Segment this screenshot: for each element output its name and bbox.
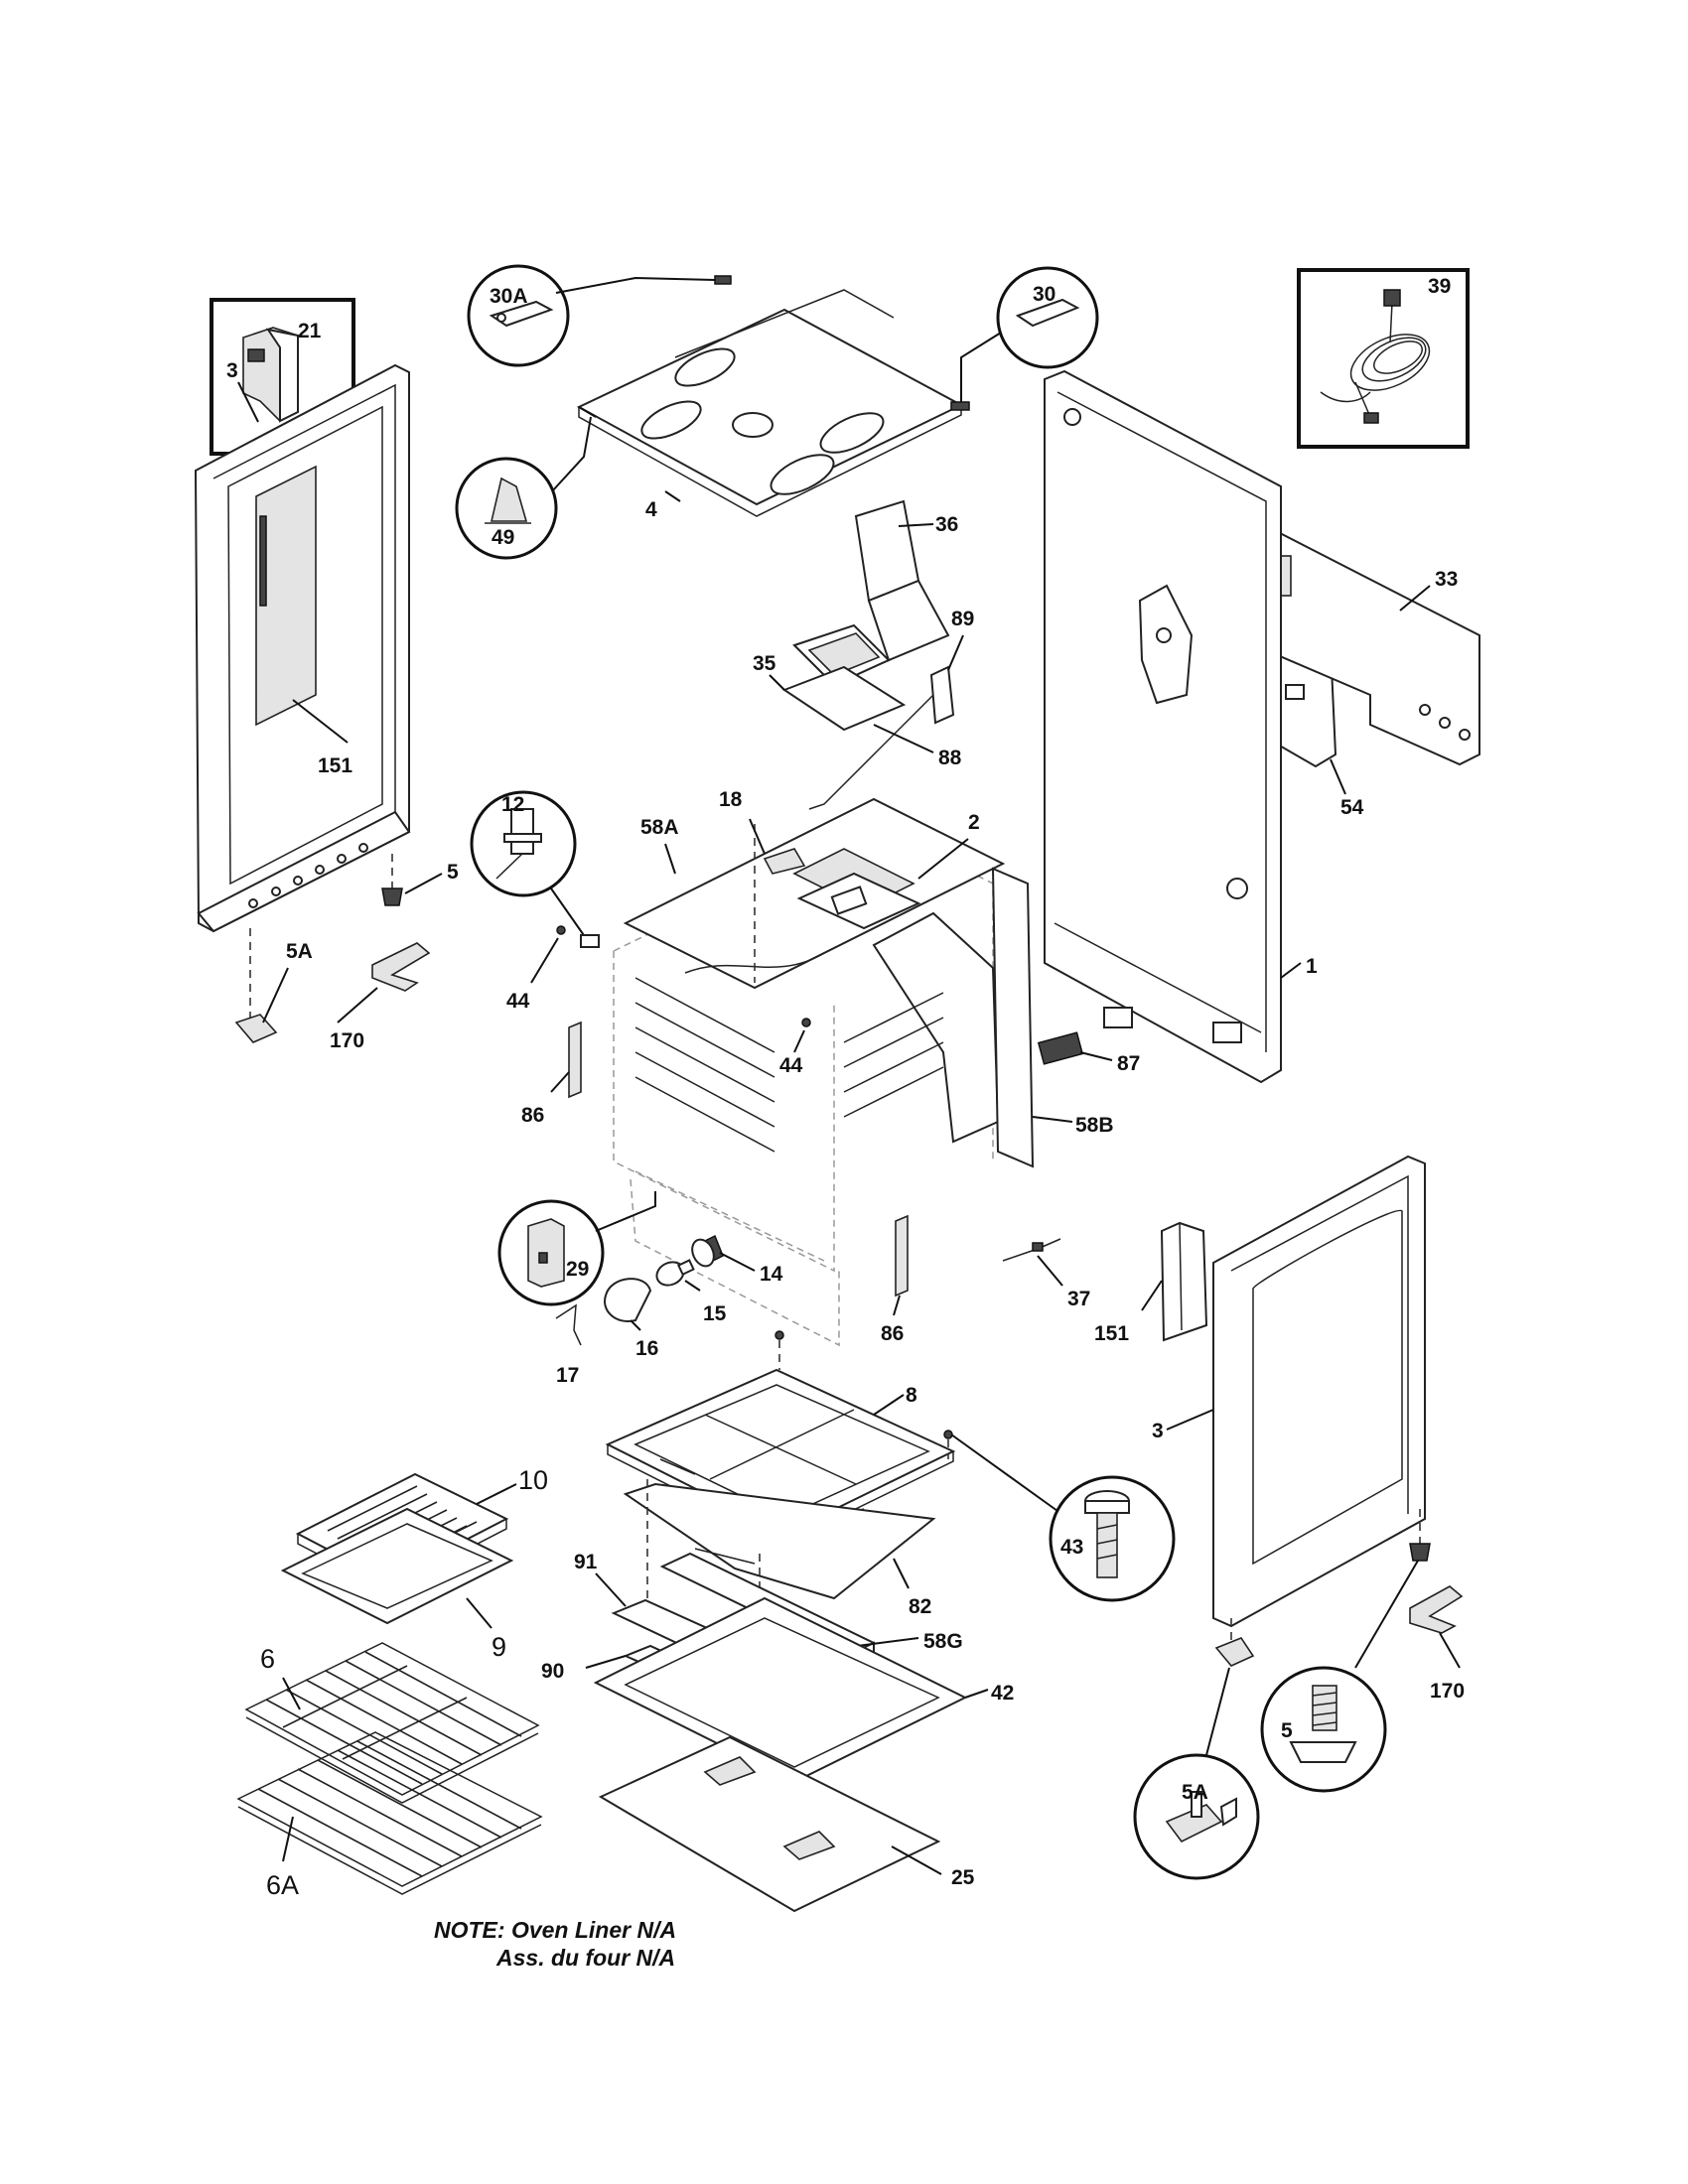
label-54: 54 bbox=[1340, 796, 1364, 819]
label-89: 89 bbox=[951, 608, 974, 630]
rack-6-wires bbox=[265, 1651, 522, 1785]
light-assembly: 14 15 16 17 bbox=[555, 1234, 783, 1387]
inset-part-21: 21 bbox=[210, 298, 355, 456]
cooktop-support-panel-4: 4 bbox=[576, 289, 964, 521]
rack-6a-wires bbox=[257, 1740, 522, 1877]
rack-support-86-left: 86 bbox=[521, 1021, 582, 1127]
label-58b: 58B bbox=[1075, 1114, 1114, 1137]
label-15: 15 bbox=[703, 1302, 727, 1325]
label-8: 8 bbox=[906, 1384, 917, 1407]
label-36: 36 bbox=[935, 513, 958, 536]
label-6: 6 bbox=[260, 1644, 275, 1674]
callout-5: 5 bbox=[1260, 1560, 1419, 1793]
label-30: 30 bbox=[1033, 283, 1055, 306]
right-leg-assembly: 170 bbox=[1214, 1509, 1465, 1703]
wire-harness-37: 37 bbox=[1002, 1238, 1090, 1310]
callout-30a: 30A bbox=[467, 264, 732, 367]
oven-rack-6a: 6A bbox=[236, 1731, 543, 1900]
label-91: 91 bbox=[574, 1551, 598, 1573]
left-side-panel-3: 3 151 bbox=[194, 359, 411, 933]
label-10: 10 bbox=[518, 1465, 548, 1495]
note-line-2: Ass. du four N/A bbox=[495, 1945, 675, 1971]
right-side-panel-3: 151 3 bbox=[1094, 1155, 1426, 1628]
label-88: 88 bbox=[938, 747, 962, 769]
bracket-2: 2 bbox=[796, 811, 980, 930]
label-21: 21 bbox=[298, 320, 322, 342]
back-panel-1: 1 bbox=[1044, 369, 1318, 1084]
label-18: 18 bbox=[719, 788, 743, 811]
cavity-rack-guides-left bbox=[634, 977, 775, 1153]
label-17: 17 bbox=[556, 1364, 579, 1387]
label-35: 35 bbox=[753, 652, 776, 675]
label-6a: 6A bbox=[266, 1870, 299, 1900]
label-5a-left: 5A bbox=[286, 940, 313, 963]
callout-12: 12 44 bbox=[470, 790, 600, 1013]
label-86-left: 86 bbox=[521, 1104, 544, 1127]
label-151-right: 151 bbox=[1094, 1322, 1129, 1345]
label-42: 42 bbox=[991, 1682, 1014, 1705]
label-3-right: 3 bbox=[1152, 1420, 1164, 1442]
callout-29: 29 bbox=[497, 1191, 656, 1306]
label-1: 1 bbox=[1306, 955, 1318, 978]
inset-part-39: 39 bbox=[1297, 268, 1470, 449]
label-12: 12 bbox=[501, 793, 524, 816]
label-43: 43 bbox=[1060, 1536, 1083, 1559]
label-2: 2 bbox=[968, 811, 980, 834]
label-82: 82 bbox=[909, 1595, 931, 1618]
callout-43: 43 bbox=[950, 1433, 1176, 1602]
note-line-1: NOTE: Oven Liner N/A bbox=[434, 1917, 676, 1943]
label-14: 14 bbox=[760, 1263, 783, 1286]
label-90: 90 bbox=[541, 1660, 564, 1683]
callout-49: 49 bbox=[455, 416, 592, 560]
bottom-panel-25: 25 bbox=[598, 1735, 975, 1913]
label-5-circle: 5 bbox=[1281, 1719, 1293, 1742]
oven-liner-note: NOTE: Oven Liner N/A Ass. du four N/A bbox=[434, 1917, 676, 1971]
label-49: 49 bbox=[492, 526, 514, 549]
oven-vent-duct: 36 35 89 88 bbox=[753, 499, 974, 810]
label-3-left: 3 bbox=[226, 359, 238, 382]
callout-30: 30 bbox=[950, 266, 1099, 411]
label-4: 4 bbox=[645, 498, 657, 521]
label-39: 39 bbox=[1428, 275, 1451, 298]
label-16: 16 bbox=[635, 1337, 658, 1360]
label-58a: 58A bbox=[640, 816, 679, 839]
label-25: 25 bbox=[951, 1866, 975, 1889]
label-37: 37 bbox=[1067, 1288, 1090, 1310]
label-33: 33 bbox=[1435, 568, 1458, 591]
broiler-pan-9: 9 bbox=[280, 1507, 514, 1662]
label-87: 87 bbox=[1117, 1052, 1140, 1075]
label-29: 29 bbox=[566, 1258, 589, 1281]
broil-bake-shield-82: 82 bbox=[623, 1482, 936, 1618]
cavity-rack-guides-right bbox=[843, 992, 944, 1118]
label-44-upper: 44 bbox=[506, 990, 530, 1013]
screw-44-lower: 44 bbox=[779, 1018, 811, 1077]
label-170-left: 170 bbox=[330, 1029, 364, 1052]
oven-bottom-8: 8 bbox=[605, 1330, 956, 1545]
oven-rack-6: 6 bbox=[244, 1642, 540, 1804]
sensor-18: 18 bbox=[719, 788, 806, 875]
label-151-left: 151 bbox=[318, 754, 352, 777]
label-58g: 58G bbox=[923, 1630, 963, 1653]
insulation-58b: 58B bbox=[1032, 1114, 1114, 1137]
label-5a-circle: 5A bbox=[1182, 1781, 1208, 1804]
rack-support-86-right: 86 bbox=[881, 1214, 909, 1345]
callout-5a: 5A bbox=[1133, 1667, 1260, 1880]
left-leg-assembly: 5 5A 170 bbox=[234, 854, 459, 1052]
rear-panel-33: 33 bbox=[1224, 512, 1480, 766]
label-44-lower: 44 bbox=[779, 1054, 803, 1077]
left-panel-holes bbox=[248, 843, 368, 908]
terminal-block-87: 87 bbox=[1037, 1031, 1140, 1075]
label-5-left: 5 bbox=[447, 861, 459, 884]
label-9: 9 bbox=[492, 1632, 506, 1662]
label-30a: 30A bbox=[490, 285, 528, 308]
label-170-right: 170 bbox=[1430, 1680, 1465, 1703]
label-86-right: 86 bbox=[881, 1322, 904, 1345]
